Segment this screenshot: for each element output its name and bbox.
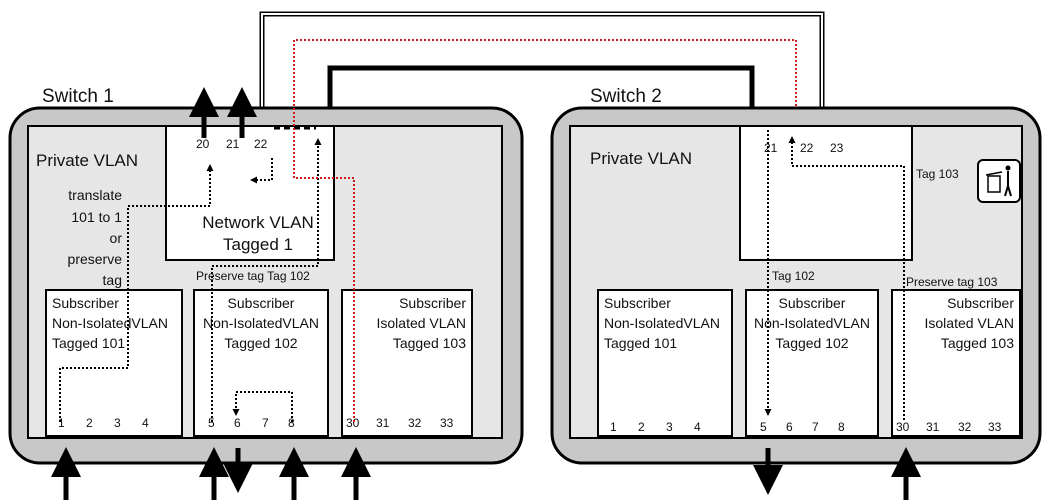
- switch-2-subscriber-101-line-3: Tagged 101: [604, 335, 677, 351]
- switch-2-port-30: 30: [896, 420, 910, 434]
- switch-2-port-3: 3: [666, 420, 673, 434]
- switch-1: Switch 1 Private VLAN translate 101 to 1…: [8, 39, 970, 500]
- port-33: 33: [440, 416, 454, 430]
- uplink-port-21: 21: [226, 137, 240, 151]
- switch-1-title: Switch 1: [42, 86, 114, 107]
- uplink-port-22: 22: [254, 137, 268, 151]
- translate-note-line-1: translate: [68, 187, 122, 203]
- subscriber-103-line-3: Tagged 103: [393, 335, 466, 351]
- port-5: 5: [208, 416, 215, 430]
- switch-2-subscriber-102-line-3: Tagged 102: [775, 335, 848, 351]
- switch-2-subscriber-box-101: [597, 289, 733, 437]
- trunk-cables: [259, 11, 825, 130]
- switch-2-subscriber-box-103: [891, 289, 1021, 437]
- subscriber-box-103: [341, 289, 473, 437]
- tag-102-label: Tag 102: [772, 269, 815, 283]
- subscriber-101-line-1: Subscriber: [52, 295, 119, 311]
- port-8: 8: [288, 416, 295, 430]
- switch-2-port-2: 2: [638, 420, 645, 434]
- tag-103-label: Tag 103: [916, 167, 959, 181]
- port-30: 30: [346, 416, 360, 430]
- port-1: 1: [58, 416, 65, 430]
- switch-2-port-32: 32: [958, 420, 972, 434]
- subscriber-101-line-2: Non-IsolatedVLAN: [52, 315, 168, 331]
- subscriber-box-102: [193, 289, 329, 437]
- network-vlan-box: [165, 125, 335, 261]
- switch-2-subscriber-103-line-2: Isolated VLAN: [925, 315, 1015, 331]
- path-102-to-22: [211, 138, 322, 422]
- switch-2-private-vlan-label: Private VLAN: [590, 149, 692, 168]
- port-7: 7: [262, 416, 269, 430]
- switch-2-path-30-to-22: [788, 136, 905, 420]
- port-32: 32: [408, 416, 422, 430]
- subscriber-103-line-1: Subscriber: [399, 295, 466, 311]
- switch-2-subscriber-103-line-3: Tagged 103: [941, 335, 1014, 351]
- port-3: 3: [114, 416, 121, 430]
- path-101-to-20: [59, 164, 214, 422]
- switch-2-subscriber-box-102: [745, 289, 879, 437]
- switch-1-private-vlan-label: Private VLAN: [36, 151, 138, 170]
- network-vlan-line-1: Network VLAN: [202, 213, 313, 232]
- switch-2-port-1: 1: [610, 420, 617, 434]
- subscriber-102-line-2: Non-IsolatedVLAN: [203, 315, 319, 331]
- subscriber-102-line-3: Tagged 102: [224, 335, 297, 351]
- switch-2-network-box: [739, 125, 913, 261]
- switch-2-subscriber-101-line-2: Non-IsolatedVLAN: [604, 315, 720, 331]
- switch-2-uplink-port-22: 22: [800, 141, 814, 155]
- translate-note-line-2: 101 to 1: [71, 209, 122, 225]
- port-2: 2: [86, 416, 93, 430]
- switch-2-port-5: 5: [760, 420, 767, 434]
- subscriber-103-line-2: Isolated VLAN: [377, 315, 467, 331]
- trunk-cable-outer-core: [261, 13, 823, 130]
- switch-2-subscriber-103-line-1: Subscriber: [947, 295, 1014, 311]
- switch-2-uplink-port-21: 21: [764, 141, 778, 155]
- switch-2-port-7: 7: [812, 420, 819, 434]
- switch-2-port-6: 6: [786, 420, 793, 434]
- port-4: 4: [142, 416, 149, 430]
- switch-2-port-31: 31: [926, 420, 940, 434]
- trash-icon: [977, 159, 1021, 203]
- translate-note-line-3: or: [110, 230, 123, 246]
- switch-2-subscriber-102-line-1: Subscriber: [779, 295, 846, 311]
- uplink-port-20: 20: [196, 137, 210, 151]
- path-8-to-6: [232, 391, 293, 422]
- preserve-tag-102-label: Preserve tag Tag 102: [196, 269, 310, 283]
- translate-note-line-5: tag: [103, 272, 122, 288]
- switch-2: Switch 2 Private VLAN 21 22 23 Tag 103 T…: [550, 86, 1042, 500]
- port-31: 31: [376, 416, 390, 430]
- preserve-tag-103-label: Preserve tag 103: [906, 275, 998, 289]
- path-return-22: [250, 158, 273, 184]
- trunk-cable-inner: [327, 65, 755, 128]
- switch-2-port-4: 4: [694, 420, 701, 434]
- network-vlan-line-2: Tagged 1: [223, 235, 293, 254]
- subscriber-102-line-1: Subscriber: [228, 295, 295, 311]
- switch-2-subscriber-102-line-2: Non-IsolatedVLAN: [754, 315, 870, 331]
- switch-2-title: Switch 2: [590, 86, 662, 107]
- port-6: 6: [234, 416, 241, 430]
- switch-2-subscriber-101-line-1: Subscriber: [604, 295, 671, 311]
- subscriber-101-line-3: Tagged 101: [52, 335, 125, 351]
- translate-note-line-4: preserve: [68, 251, 123, 267]
- switch-2-port-8: 8: [838, 420, 845, 434]
- subscriber-box-101: [45, 289, 183, 437]
- switch-2-port-33: 33: [988, 420, 1002, 434]
- switch-2-uplink-port-23: 23: [830, 141, 844, 155]
